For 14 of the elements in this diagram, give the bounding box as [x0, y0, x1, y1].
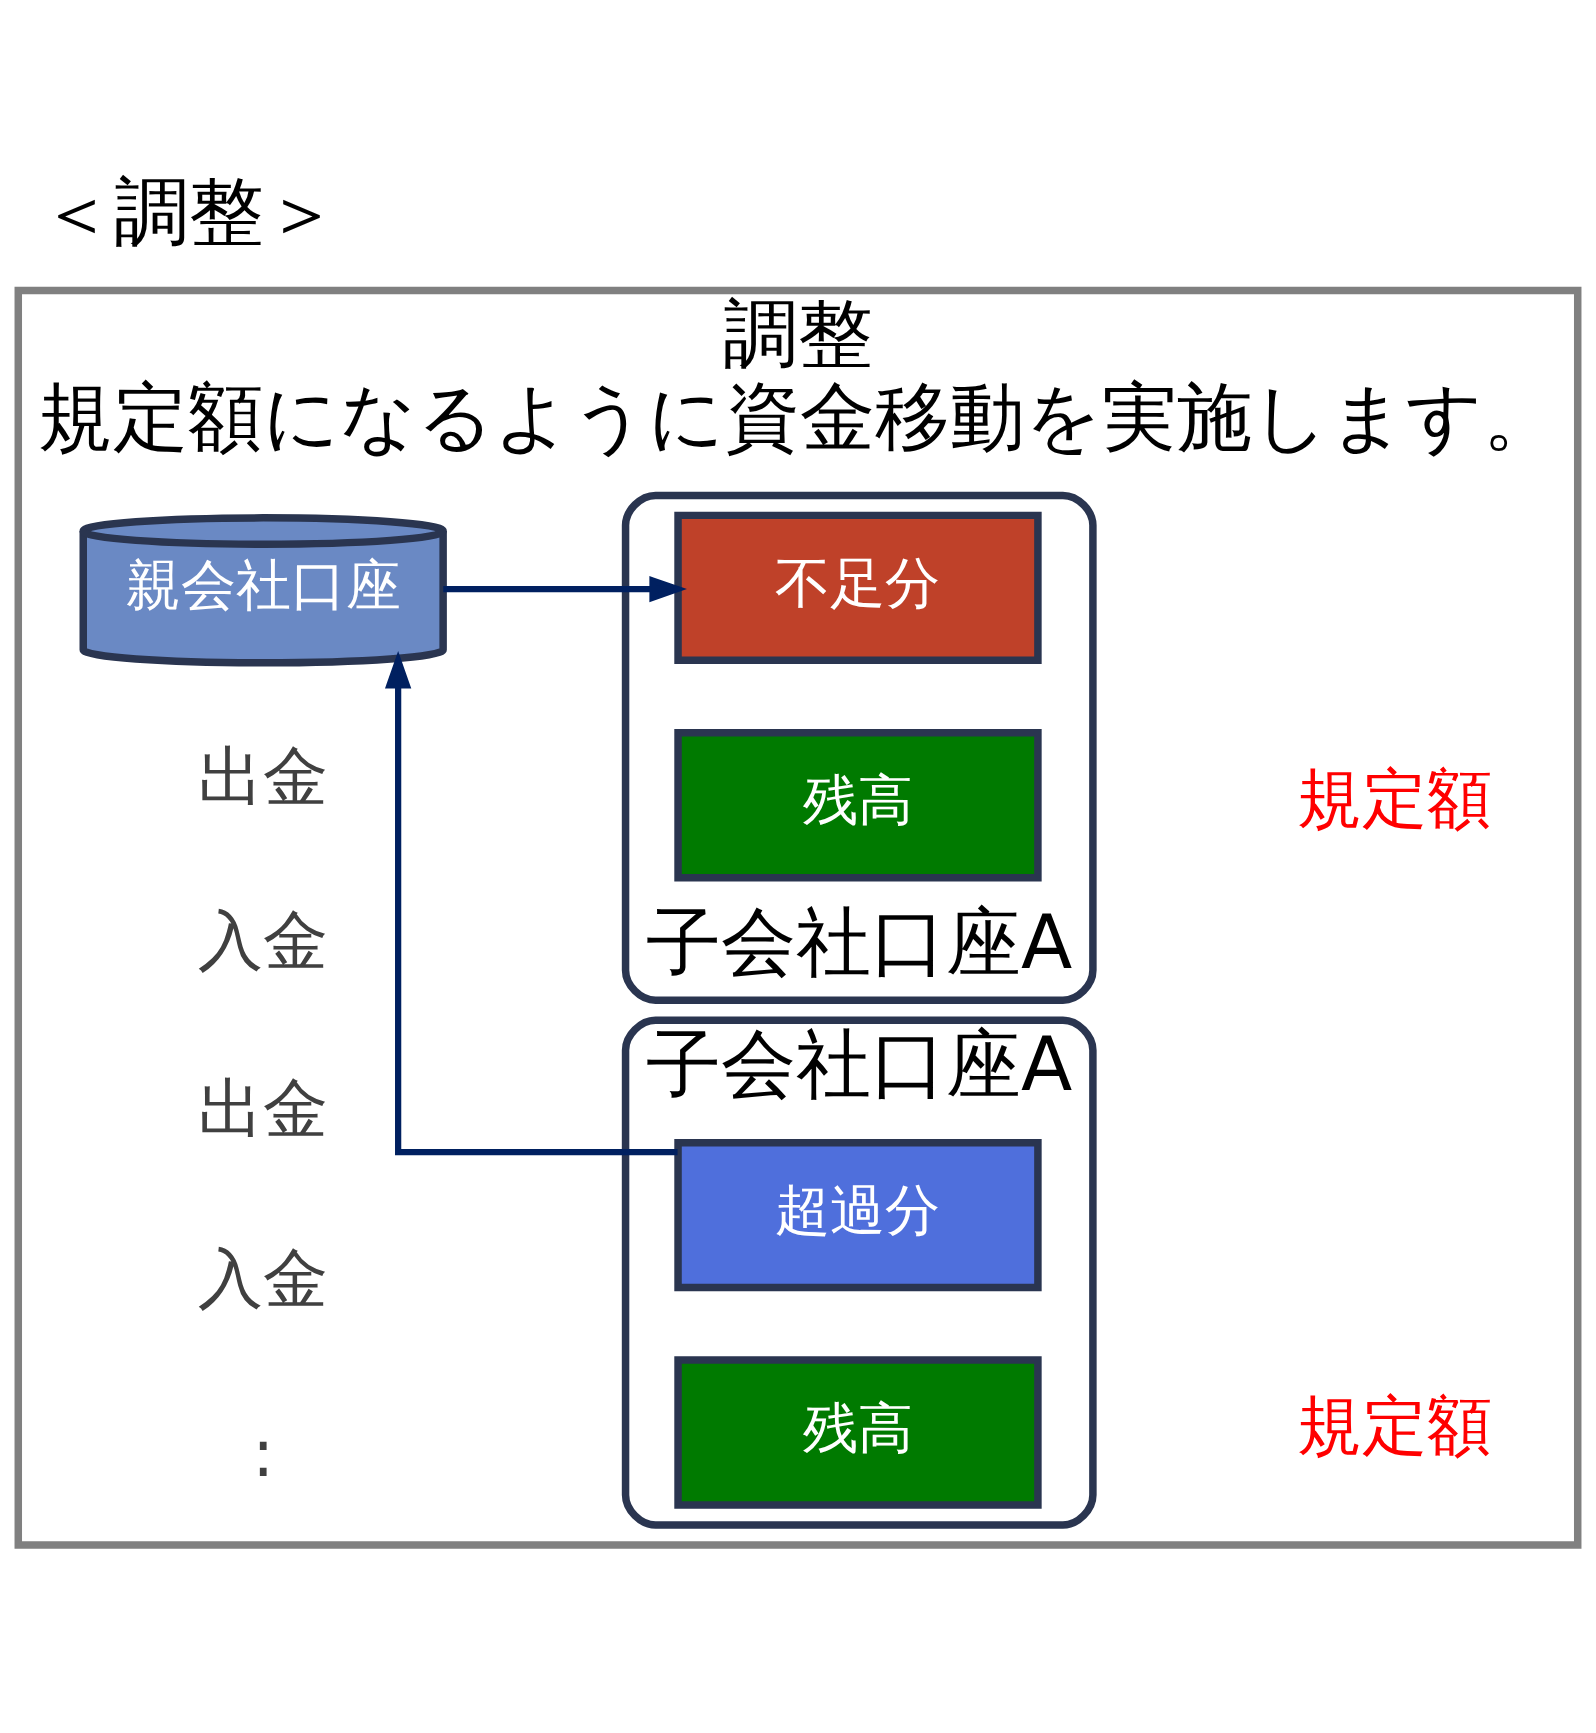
- arrow: [443, 575, 687, 603]
- label: 規定額: [1296, 1388, 1492, 1464]
- label: :: [252, 1415, 275, 1491]
- node-box: 不足分: [674, 511, 1042, 665]
- node-box: 超過分: [674, 1138, 1042, 1292]
- label: 入金: [198, 1240, 329, 1316]
- arrow: [385, 650, 678, 1156]
- diagram-title: ＜調整＞: [39, 167, 340, 256]
- node-box: 残高: [674, 729, 1042, 882]
- label: 出金: [198, 1070, 329, 1146]
- label: 規定額: [1296, 761, 1492, 837]
- node-box: 残高: [674, 1356, 1042, 1509]
- label: 入金: [198, 903, 329, 979]
- label: 出金: [198, 738, 329, 814]
